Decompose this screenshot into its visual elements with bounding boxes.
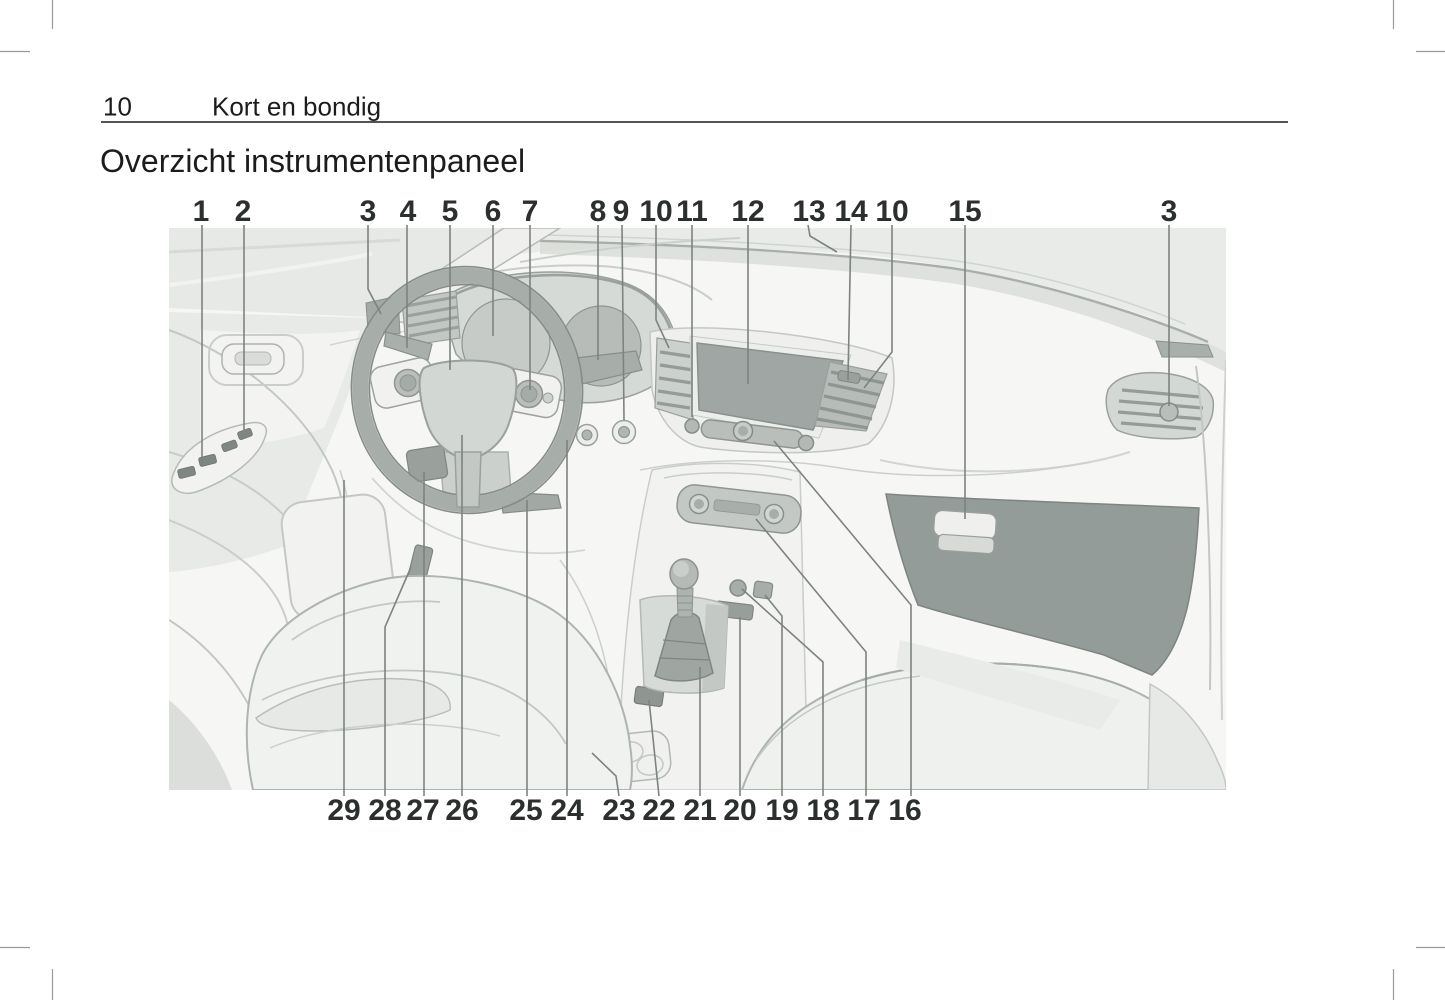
svg-text:Overzicht instrumentenpaneel: Overzicht instrumentenpaneel [100,143,525,179]
svg-text:29: 29 [327,794,360,827]
svg-text:8: 8 [590,195,607,228]
svg-text:3: 3 [360,195,377,228]
svg-text:17: 17 [847,794,880,827]
svg-text:23: 23 [602,794,635,827]
svg-text:25: 25 [509,794,542,827]
svg-text:3: 3 [1161,195,1178,228]
svg-text:1: 1 [193,195,210,228]
svg-text:10: 10 [639,195,672,228]
svg-text:20: 20 [723,794,756,827]
svg-text:13: 13 [792,195,825,228]
svg-text:22: 22 [642,794,675,827]
svg-text:2: 2 [235,195,252,228]
svg-text:24: 24 [550,794,584,827]
svg-text:26: 26 [445,794,478,827]
svg-text:11: 11 [676,195,708,228]
svg-text:18: 18 [806,794,839,827]
svg-text:10: 10 [103,92,132,122]
svg-text:16: 16 [888,794,921,827]
svg-text:5: 5 [442,195,459,228]
svg-text:Kort en bondig: Kort en bondig [212,92,381,122]
svg-text:21: 21 [683,794,716,827]
svg-text:15: 15 [948,195,981,228]
svg-text:28: 28 [368,794,401,827]
svg-text:7: 7 [522,195,539,228]
svg-text:14: 14 [834,195,868,228]
svg-text:19: 19 [765,794,798,827]
svg-text:10: 10 [875,195,908,228]
svg-text:4: 4 [400,195,417,228]
svg-text:12: 12 [731,195,764,228]
svg-text:27: 27 [406,794,439,827]
svg-text:9: 9 [613,195,630,228]
svg-text:6: 6 [485,195,502,228]
